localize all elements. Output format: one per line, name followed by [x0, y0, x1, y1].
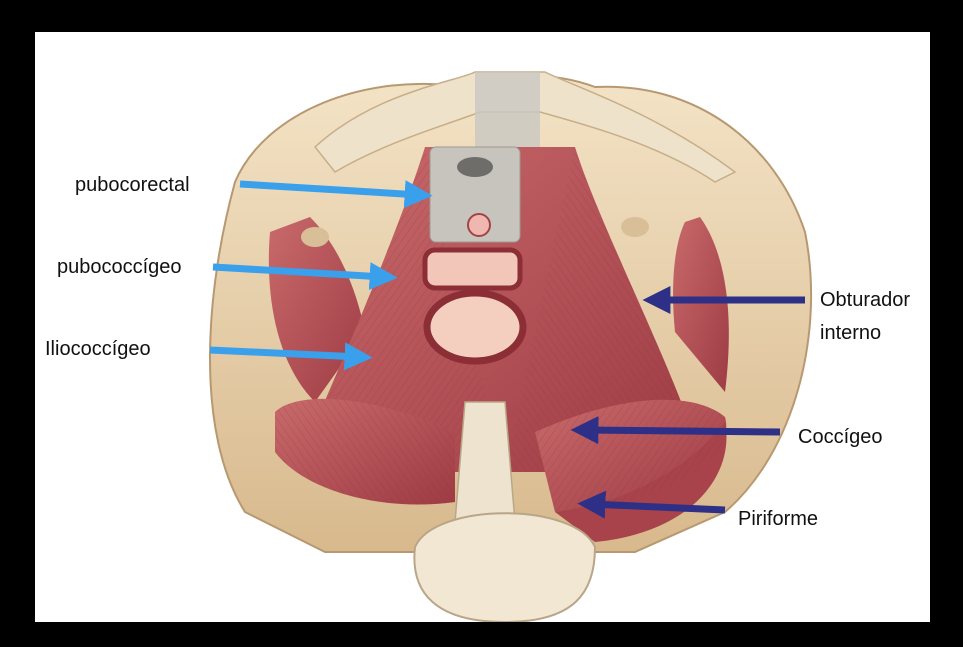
label-piriforme: Piriforme	[738, 504, 818, 534]
label-pubocorectal: pubocorectal	[75, 170, 190, 200]
sacrum	[414, 513, 595, 622]
vaginal-opening	[425, 250, 520, 288]
label-pubococcigeo: pubococcígeo	[57, 252, 182, 282]
anal-opening	[427, 293, 523, 361]
arrow-coccigeo	[583, 430, 780, 432]
figure-frame: pubocorectal pubococcígeo Iliococcígeo O…	[35, 32, 930, 622]
label-obturador: Obturador interno	[820, 284, 920, 350]
coccyx	[455, 402, 515, 522]
label-coccigeo: Coccígeo	[798, 422, 883, 452]
urethra-opening	[468, 214, 490, 236]
label-iliococcigeo: Iliococcígeo	[45, 334, 151, 364]
